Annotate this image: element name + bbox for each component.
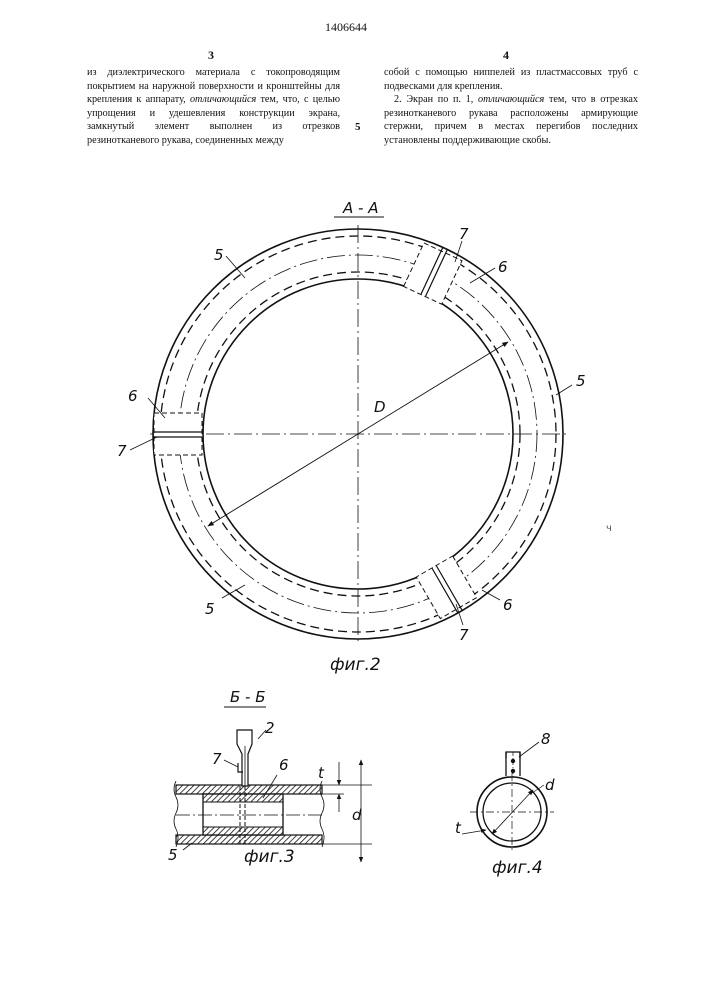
fig2-label-5-top: 5 <box>214 246 224 264</box>
fig2-caption: фиг.2 <box>330 655 381 675</box>
fig2-section-label: А - А <box>342 199 378 217</box>
fig3-hose-top-wall <box>176 785 322 794</box>
fig3-label-7: 7 <box>212 750 222 768</box>
fig4-label-8: 8 <box>541 730 551 748</box>
fig3-hose-bottom-wall <box>176 835 322 844</box>
fig3-section-label: Б - Б <box>230 688 266 706</box>
fig2-nipple-left <box>154 413 202 455</box>
fig2-label-7-left: 7 <box>117 442 127 460</box>
fig4-label-d: d <box>545 776 555 794</box>
fig3-label-6: 6 <box>279 756 289 774</box>
fig3-caption: фиг.3 <box>244 847 295 867</box>
fig2-label-5-bottom: 5 <box>205 600 215 618</box>
figure-4: d t 8 фиг.4 <box>455 730 555 878</box>
fig3-label-d: d <box>352 806 362 824</box>
fig4-label-t: t <box>455 819 462 837</box>
figure-2: А - А D 5 5 <box>117 199 586 675</box>
fig3-label-5: 5 <box>168 846 178 864</box>
fig2-label-7-top: 7 <box>459 225 469 243</box>
fig2-label-5-right: 5 <box>576 372 586 390</box>
fig3-bracket <box>237 730 252 786</box>
fig2-label-7-bottom: 7 <box>459 626 469 644</box>
stray-mark: ч <box>606 523 612 534</box>
figure-3: Б - Б 2 7 6 5 t <box>168 688 372 867</box>
fig2-label-6-left: 6 <box>128 387 138 405</box>
fig2-nipple-top-right <box>404 239 464 304</box>
fig3-label-t: t <box>318 764 325 782</box>
fig2-diameter-label: D <box>374 398 386 416</box>
fig2-label-6-bottom: 6 <box>503 596 513 614</box>
fig2-label-6-top: 6 <box>498 258 508 276</box>
fig4-caption: фиг.4 <box>492 858 543 878</box>
fig2-nipple-bottom-right <box>416 556 478 622</box>
fig3-label-2: 2 <box>265 719 275 737</box>
